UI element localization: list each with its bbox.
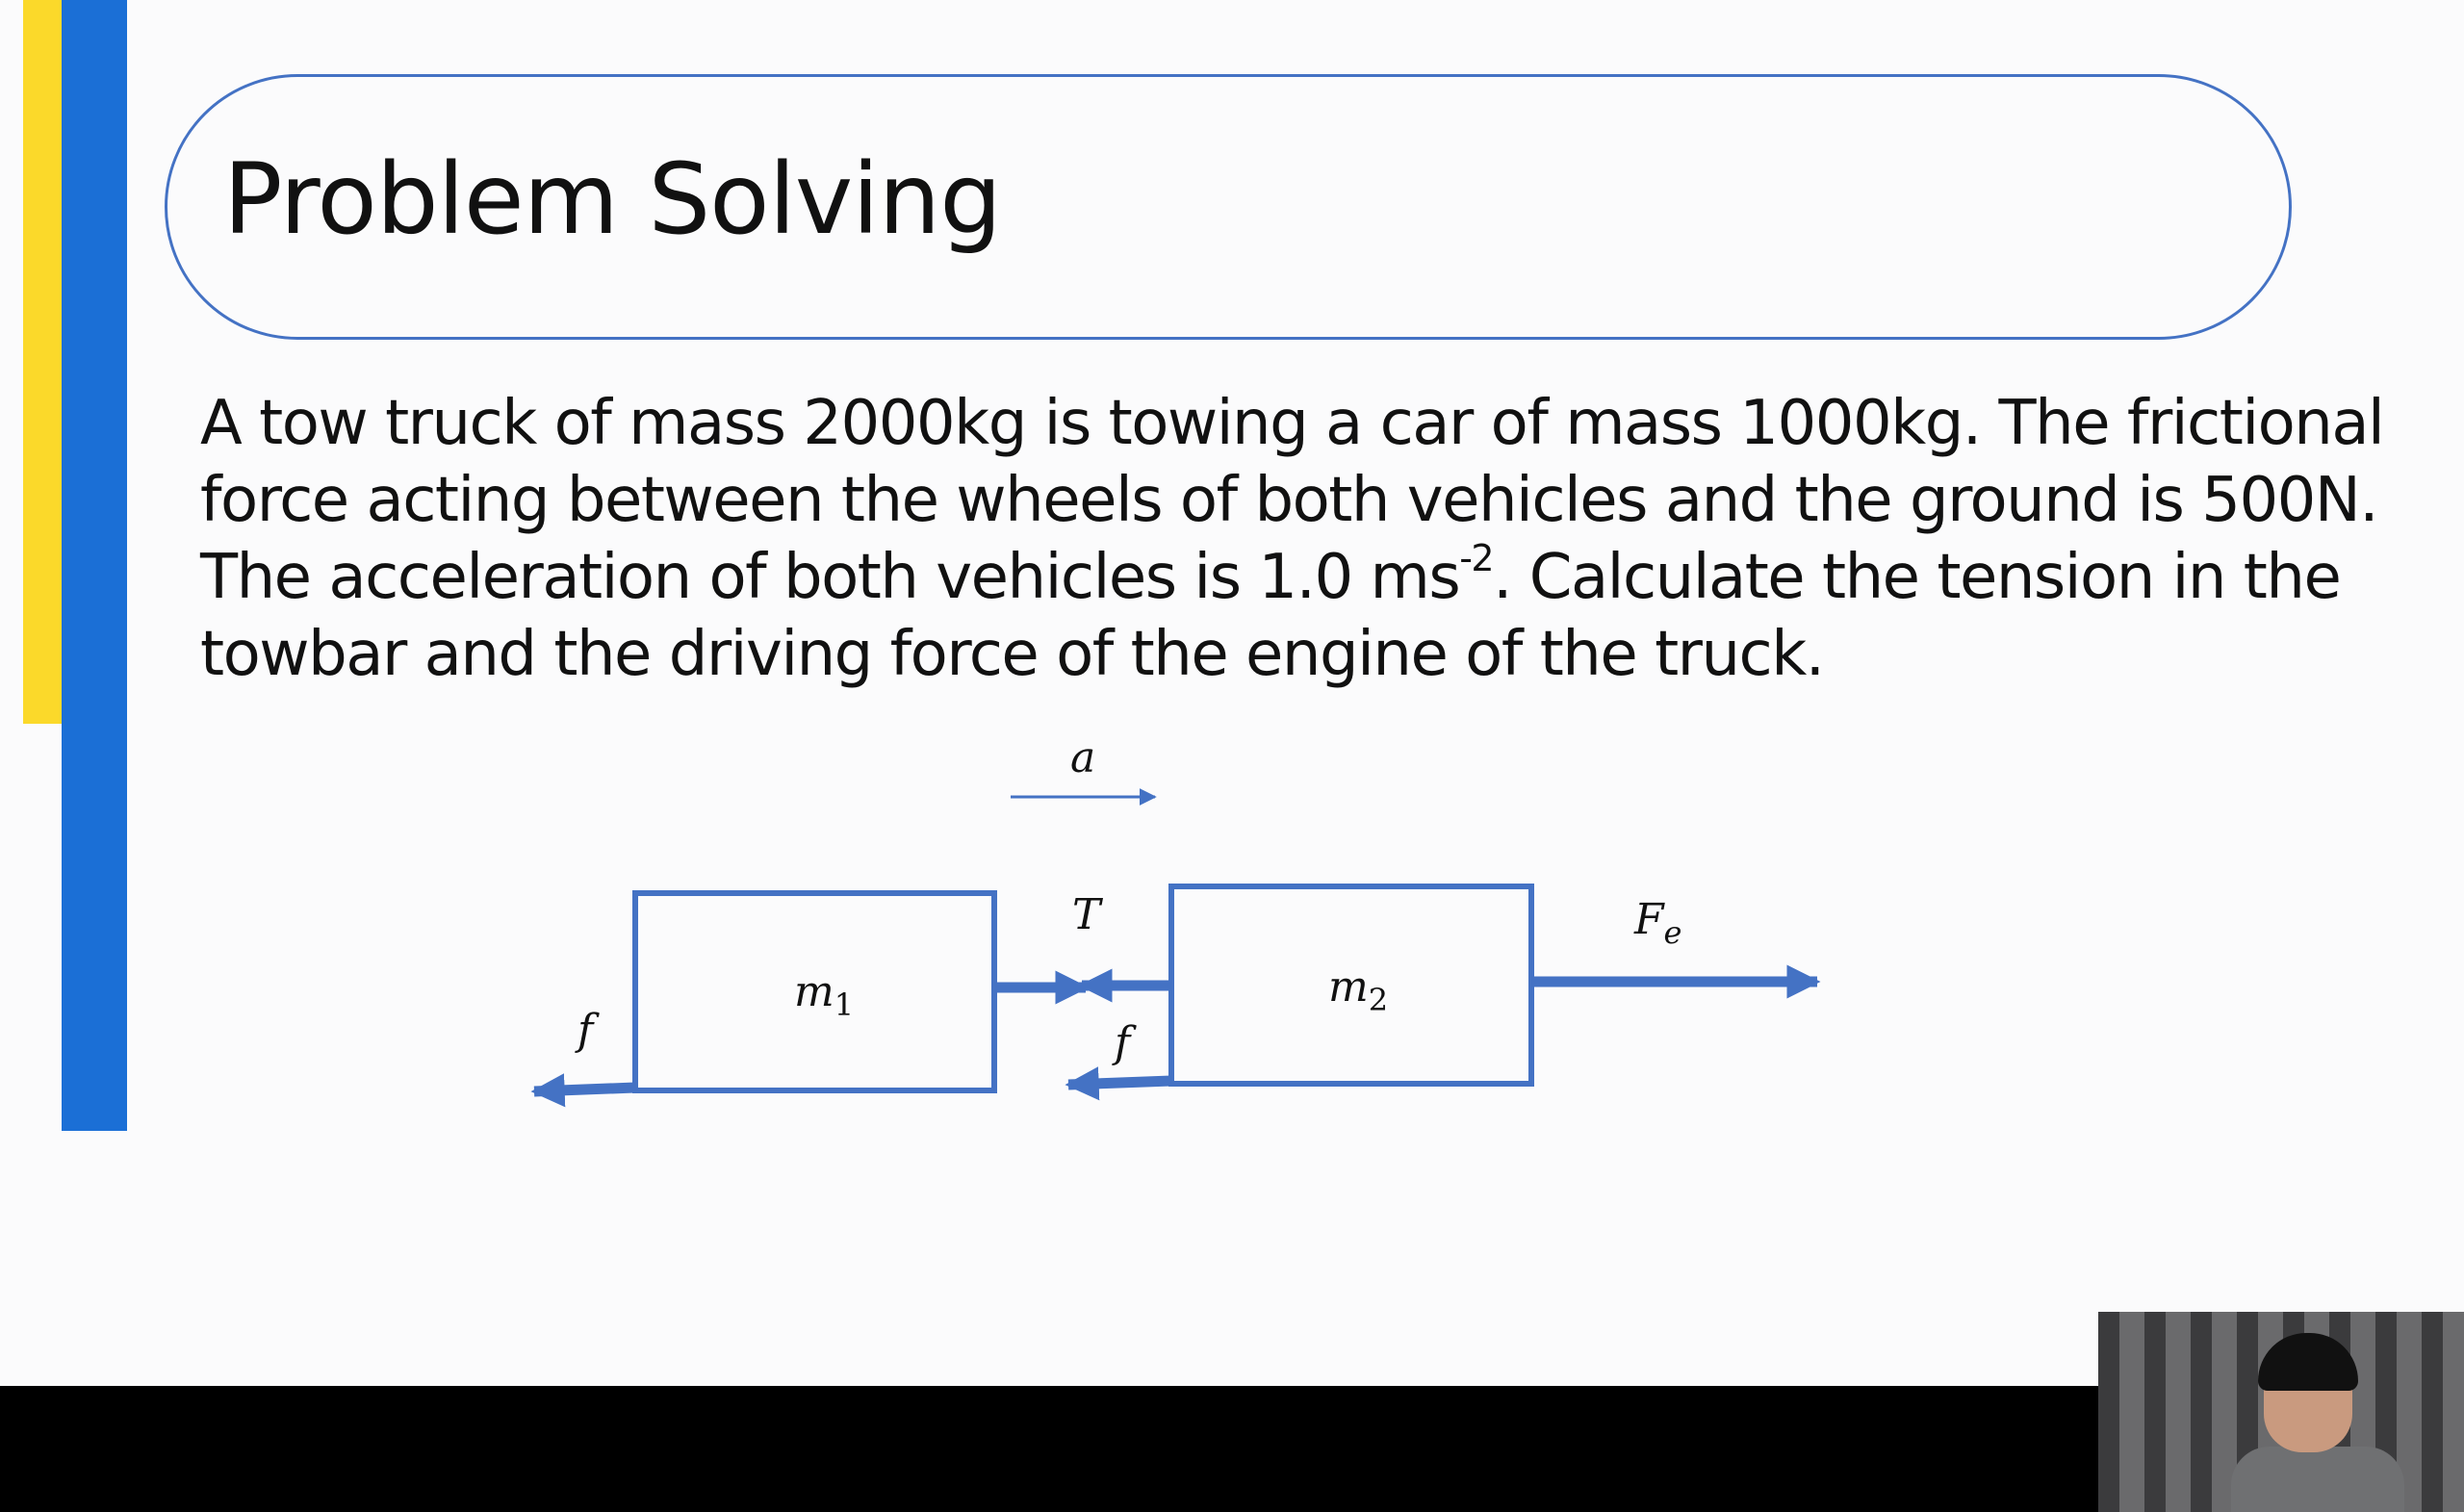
engine-force-label: Fe bbox=[1633, 895, 1681, 951]
friction-label-left: f bbox=[575, 1006, 600, 1055]
problem-text-part2: . Calculate the tension in the towbar an… bbox=[200, 542, 2342, 690]
friction-arrow-left bbox=[530, 1073, 636, 1108]
blue-accent-bar bbox=[62, 0, 127, 1131]
mass2-box bbox=[1168, 884, 1534, 1087]
mass1-label: m1 bbox=[794, 967, 854, 1023]
free-body-diagram: a m1 m2 T Fe f f bbox=[530, 733, 1821, 1108]
slide-title: Problem Solving bbox=[223, 142, 1002, 257]
webcam-overlay bbox=[2098, 1312, 2464, 1512]
friction-label-middle: f bbox=[1112, 1018, 1137, 1067]
slide: Problem Solving A tow truck of mass 2000… bbox=[23, 0, 2452, 1131]
mass2-label: m2 bbox=[1328, 962, 1388, 1018]
mass1-box bbox=[632, 890, 997, 1093]
problem-exponent: -2 bbox=[1459, 537, 1494, 579]
title-frame bbox=[165, 74, 2292, 340]
yellow-accent-bar bbox=[23, 0, 62, 724]
problem-text: A tow truck of mass 2000kg is towing a c… bbox=[200, 385, 2452, 693]
letterbox-bar bbox=[0, 1386, 2464, 1512]
acceleration-label: a bbox=[1070, 733, 1095, 782]
tension-label: T bbox=[1072, 890, 1104, 939]
presenter-hair bbox=[2258, 1333, 2358, 1391]
presenter-body bbox=[2231, 1447, 2404, 1512]
problem-text-part1: A tow truck of mass 2000kg is towing a c… bbox=[200, 388, 2385, 613]
friction-arrow-middle bbox=[1065, 1066, 1172, 1101]
